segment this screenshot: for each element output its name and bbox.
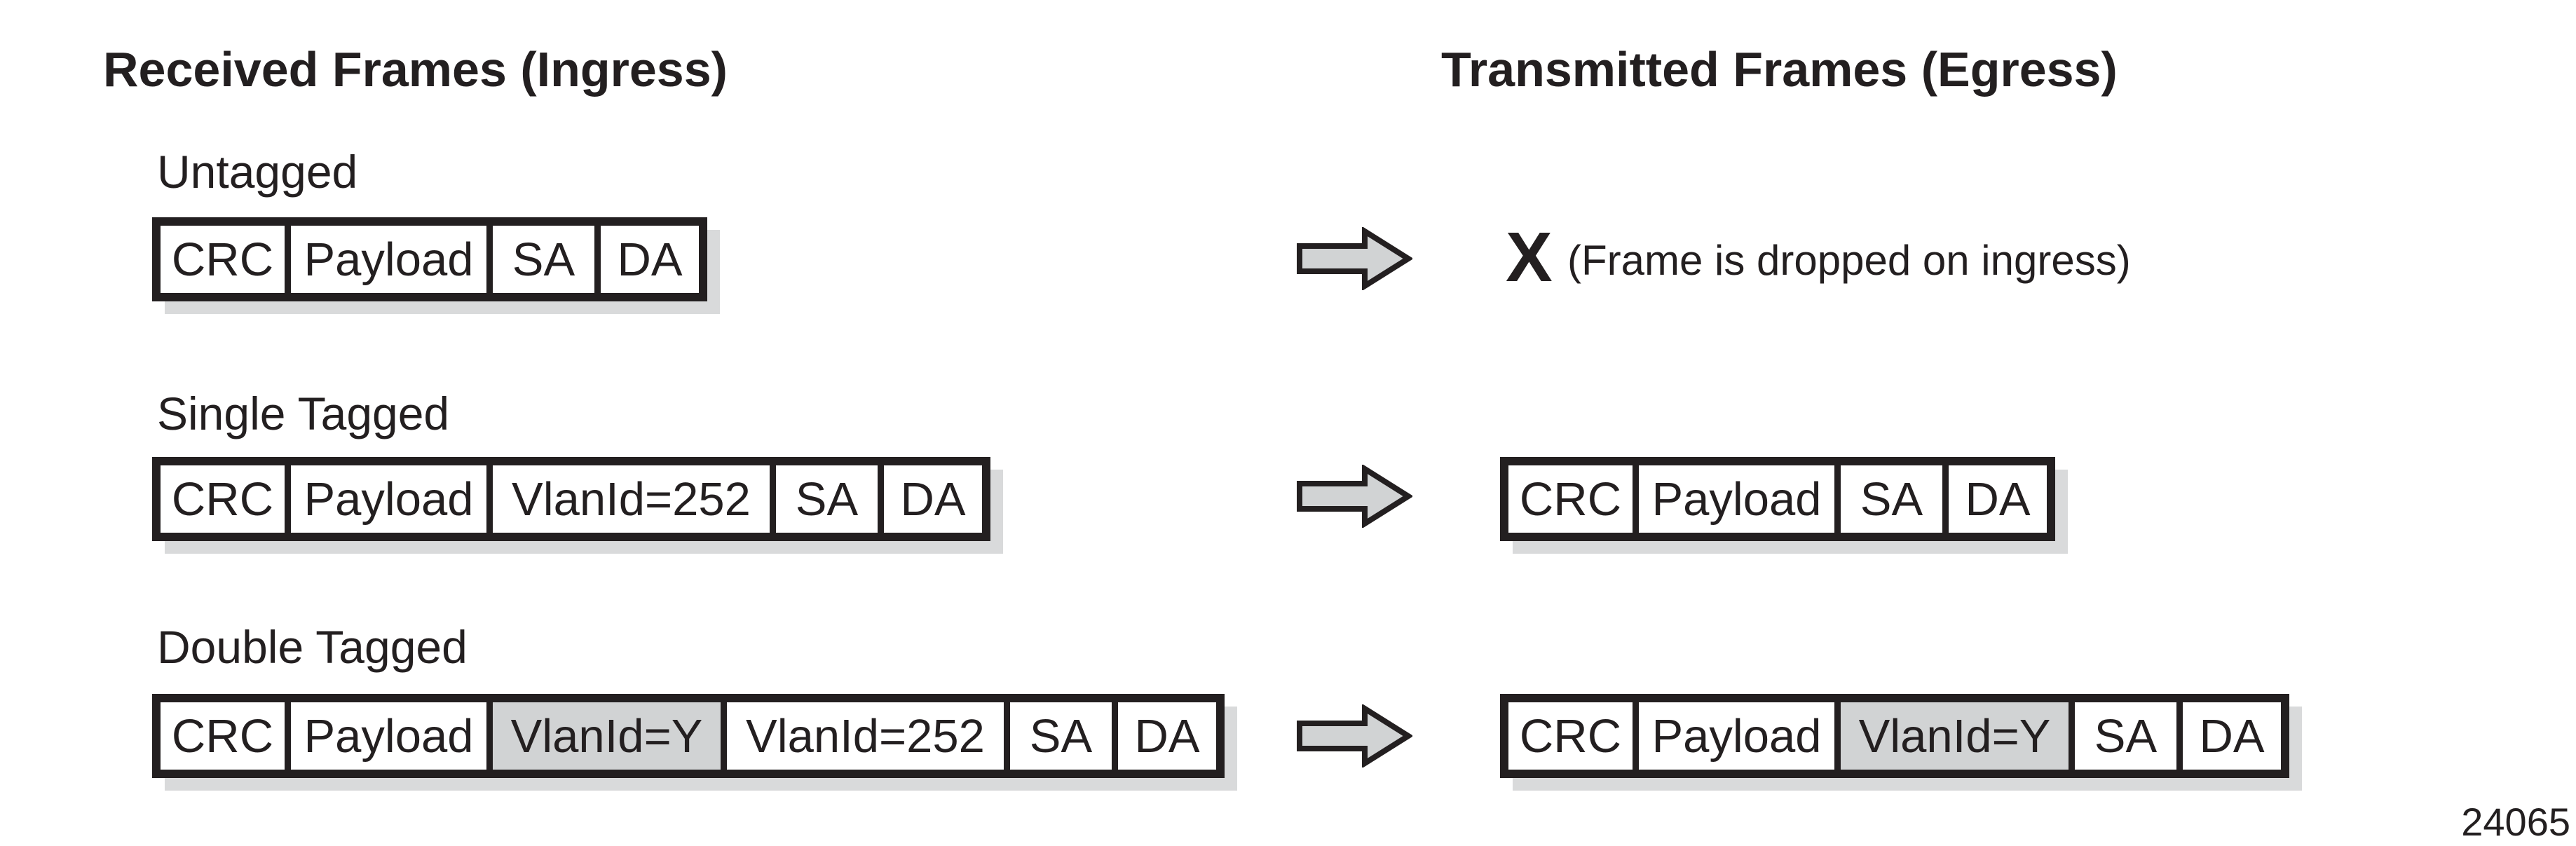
frame-field-sa: SA xyxy=(1010,702,1112,770)
frame-field-crc: CRC xyxy=(161,226,285,293)
frame-field-payload: Payload xyxy=(291,465,486,533)
row-label-double-tagged: Double Tagged xyxy=(157,621,468,673)
frame-field-sa: SA xyxy=(1841,465,1942,533)
frame-field-sa: SA xyxy=(493,226,594,293)
frame-field-payload: Payload xyxy=(1639,702,1834,770)
frame-field-da: DA xyxy=(2183,702,2281,770)
figure-number: 24065 xyxy=(2461,800,2570,844)
ingress-column-title: Received Frames (Ingress) xyxy=(103,42,728,97)
frame-field-vlanid-y: VlanId=Y xyxy=(1841,702,2069,770)
row-label-untagged: Untagged xyxy=(157,146,358,198)
frame-field-crc: CRC xyxy=(161,702,285,770)
egress-column-title: Transmitted Frames (Egress) xyxy=(1441,42,2118,97)
egress-frame-double-tagged: CRC Payload VlanId=Y SA DA xyxy=(1500,694,2289,778)
row-label-single-tagged: Single Tagged xyxy=(157,388,450,439)
frame-field-da: DA xyxy=(884,465,982,533)
frame-field-payload: Payload xyxy=(291,226,486,293)
frame-field-payload: Payload xyxy=(1639,465,1834,533)
egress-frame-single-tagged: CRC Payload SA DA xyxy=(1500,457,2055,541)
right-arrow-icon xyxy=(1297,465,1412,528)
right-arrow-icon xyxy=(1297,227,1412,290)
dropped-frame-note: (Frame is dropped on ingress) xyxy=(1567,237,2131,284)
frame-field-sa: SA xyxy=(2075,702,2176,770)
dropped-frame-x-mark: X xyxy=(1506,218,1553,296)
frame-field-da: DA xyxy=(1949,465,2047,533)
frame-field-crc: CRC xyxy=(1508,702,1633,770)
frame-field-vlanid-252: VlanId=252 xyxy=(493,465,770,533)
frame-field-da: DA xyxy=(1118,702,1216,770)
frame-field-crc: CRC xyxy=(161,465,285,533)
ingress-frame-double-tagged: CRC Payload VlanId=Y VlanId=252 SA DA xyxy=(152,694,1225,778)
frame-field-sa: SA xyxy=(776,465,878,533)
frame-field-payload: Payload xyxy=(291,702,486,770)
frame-field-da: DA xyxy=(601,226,699,293)
frame-field-vlanid-252: VlanId=252 xyxy=(727,702,1004,770)
ingress-frame-single-tagged: CRC Payload VlanId=252 SA DA xyxy=(152,457,990,541)
ingress-frame-untagged: CRC Payload SA DA xyxy=(152,217,707,301)
right-arrow-icon xyxy=(1297,704,1412,767)
frame-field-vlanid-y: VlanId=Y xyxy=(493,702,721,770)
frame-field-crc: CRC xyxy=(1508,465,1633,533)
